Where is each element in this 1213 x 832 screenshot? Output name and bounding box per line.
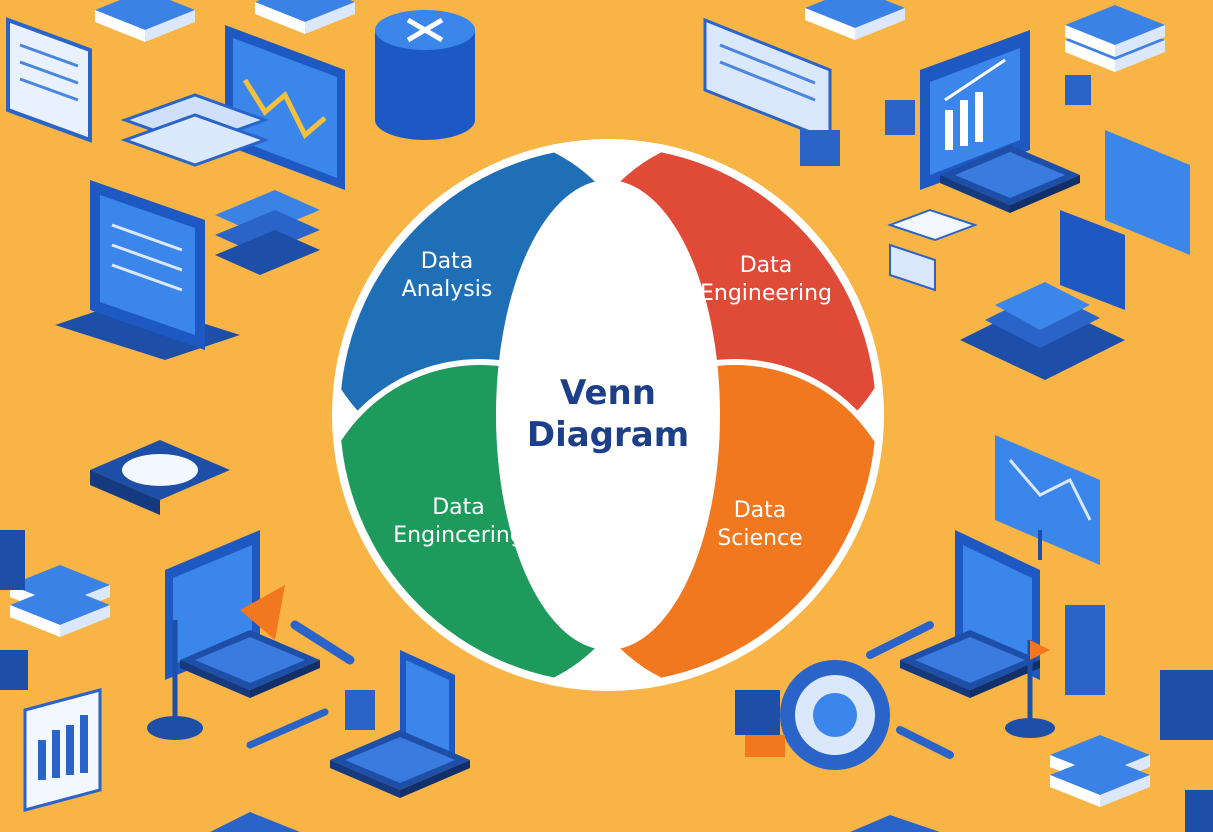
book-stack-icon	[0, 530, 110, 690]
set-label-data-engineering-bottom: Data Engincering	[393, 495, 524, 548]
laptop-icon	[165, 530, 320, 698]
center-title: Venn Diagram	[526, 373, 690, 455]
monitor-icon	[703, 17, 840, 166]
database-icon	[375, 10, 475, 140]
venn-center-lens	[496, 180, 720, 650]
server-stack-icon	[887, 208, 1125, 380]
pencil-icon	[866, 621, 954, 759]
set-label-data-engineering-top: Data Engineering	[700, 253, 832, 306]
set-label-data-analysis: Data Analysis	[401, 249, 493, 302]
book-stack-icon	[210, 670, 1213, 832]
monitor-icon	[6, 17, 92, 143]
flag-icon	[1005, 605, 1105, 738]
chart-screen-icon	[23, 688, 102, 812]
monitor-icon	[55, 180, 240, 360]
server-stack-icon	[120, 93, 320, 275]
whiteboard-icon	[1060, 130, 1190, 310]
set-label-data-science: Data Science	[717, 498, 803, 551]
flag-icon	[147, 585, 285, 740]
laptop-icon	[885, 30, 1091, 213]
laptop-icon	[900, 530, 1040, 698]
gauge-icon	[90, 440, 230, 515]
laptop-icon	[330, 650, 470, 798]
gauge-icon	[735, 660, 890, 770]
whiteboard-icon	[995, 435, 1100, 565]
pencil-icon	[246, 620, 355, 749]
